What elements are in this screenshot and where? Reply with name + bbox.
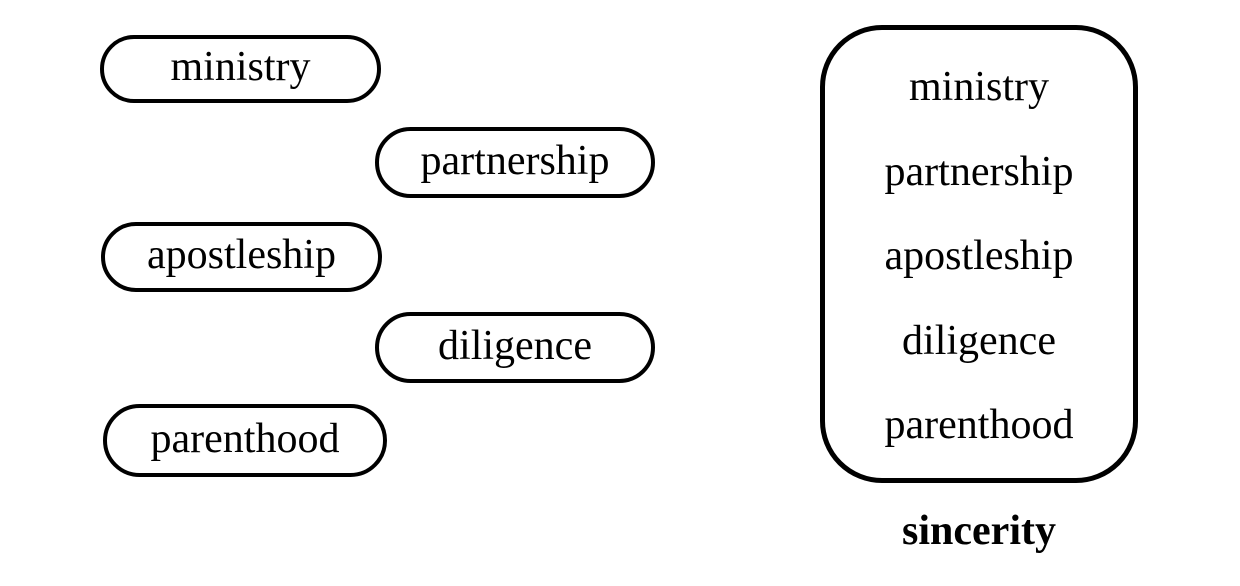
- word-pill-label: ministry: [170, 44, 311, 90]
- category-caption: sincerity: [902, 508, 1056, 554]
- group-box-word: apostleship: [884, 233, 1074, 279]
- word-pill-label: partnership: [420, 137, 610, 184]
- word-pill-apostleship[interactable]: apostleship: [101, 222, 382, 292]
- group-box-word: diligence: [902, 317, 1056, 364]
- group-box-word: parenthood: [884, 402, 1074, 448]
- word-pill-parenthood[interactable]: parenthood: [103, 404, 387, 477]
- word-pill-label: apostleship: [147, 232, 336, 278]
- category-group-box[interactable]: ministry partnership apostleship diligen…: [820, 25, 1138, 483]
- word-pill-ministry[interactable]: ministry: [100, 35, 381, 103]
- group-box-word: ministry: [908, 64, 1049, 110]
- word-pill-partnership[interactable]: partnership: [375, 127, 655, 198]
- word-pill-label: parenthood: [150, 415, 340, 462]
- word-pill-label: diligence: [438, 322, 592, 369]
- group-box-word: partnership: [884, 148, 1074, 195]
- word-pill-diligence[interactable]: diligence: [375, 312, 655, 383]
